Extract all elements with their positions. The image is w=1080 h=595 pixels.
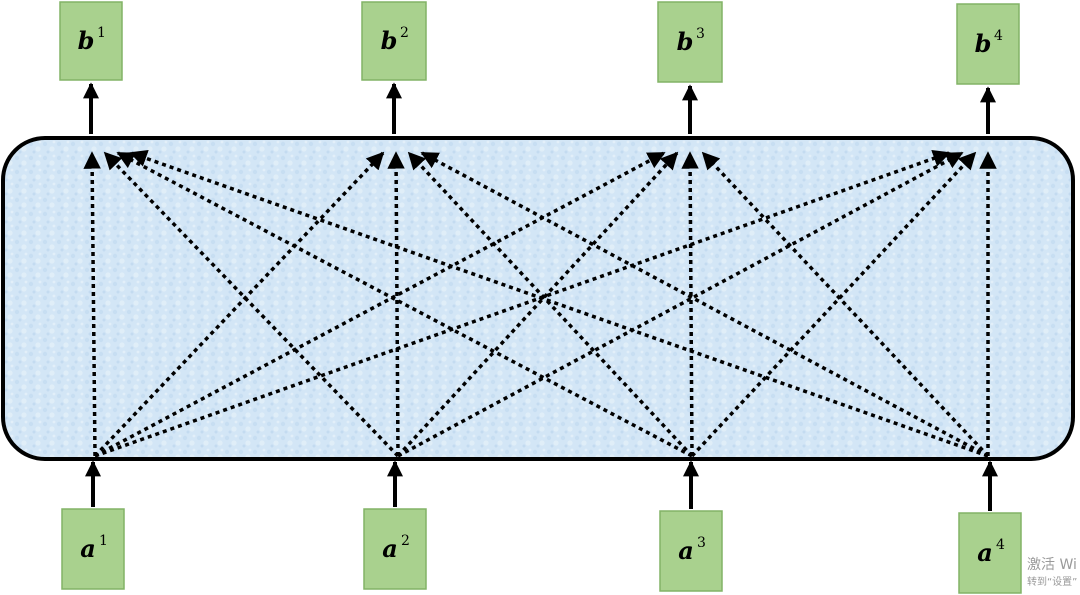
input-label-1: a xyxy=(80,534,96,563)
attention-layer-panel xyxy=(1,136,1075,461)
input-output-arrows xyxy=(83,82,998,511)
watermark-line-2: 转到“设置” xyxy=(1027,577,1078,588)
attention-arrow-a3-to-b3 xyxy=(681,151,699,457)
attention-arrow-a3-to-b2 xyxy=(407,151,694,458)
attention-connections xyxy=(83,150,997,458)
input-label-2: a xyxy=(382,534,398,563)
attention-arrow-a1-to-b1 xyxy=(83,151,101,457)
output-index-3: 3 xyxy=(696,26,705,42)
output-box-1-rect xyxy=(59,1,123,81)
output-box-4-rect xyxy=(956,3,1020,85)
output-label-1: b xyxy=(78,26,95,55)
attention-arrow-a4-to-b3 xyxy=(701,151,990,458)
attention-arrow-a1-to-b3 xyxy=(94,151,666,458)
input-index-2: 2 xyxy=(401,533,410,549)
output-box-3-rect xyxy=(657,1,723,83)
output-label-2: b xyxy=(381,26,398,55)
output-index-2: 2 xyxy=(400,25,409,41)
input-label-4: a xyxy=(977,538,993,567)
attention-arrow-a2-to-b1 xyxy=(103,151,400,458)
input-box-2-rect xyxy=(363,508,427,590)
attention-arrow-a4-to-b2 xyxy=(420,151,989,458)
output-label-3: b xyxy=(677,27,694,56)
input-index-1: 1 xyxy=(99,533,108,549)
input-label-3: a xyxy=(678,536,694,565)
attention-arrow-a3-to-b4 xyxy=(690,151,977,458)
watermark-line-1: 激活 Wi xyxy=(1027,557,1077,573)
output-label-4: b xyxy=(975,29,992,58)
output-index-1: 1 xyxy=(97,25,106,41)
input-box-4-rect xyxy=(958,512,1022,594)
windows-activation-watermark: 激活 Wi 转到“设置” xyxy=(1027,558,1077,588)
attention-arrow-a1-to-b2 xyxy=(93,151,385,458)
attention-arrow-a2-to-b4 xyxy=(397,151,964,458)
input-box-1-rect xyxy=(61,508,125,590)
attention-arrow-a2-to-b2 xyxy=(387,151,405,457)
input-index-4: 4 xyxy=(996,537,1005,553)
output-box-2-rect xyxy=(361,1,427,81)
input-box-3-rect xyxy=(659,510,723,592)
input-index-3: 3 xyxy=(697,535,706,551)
attention-arrow-a1-to-b4 xyxy=(94,150,951,458)
output-index-4: 4 xyxy=(994,28,1003,44)
